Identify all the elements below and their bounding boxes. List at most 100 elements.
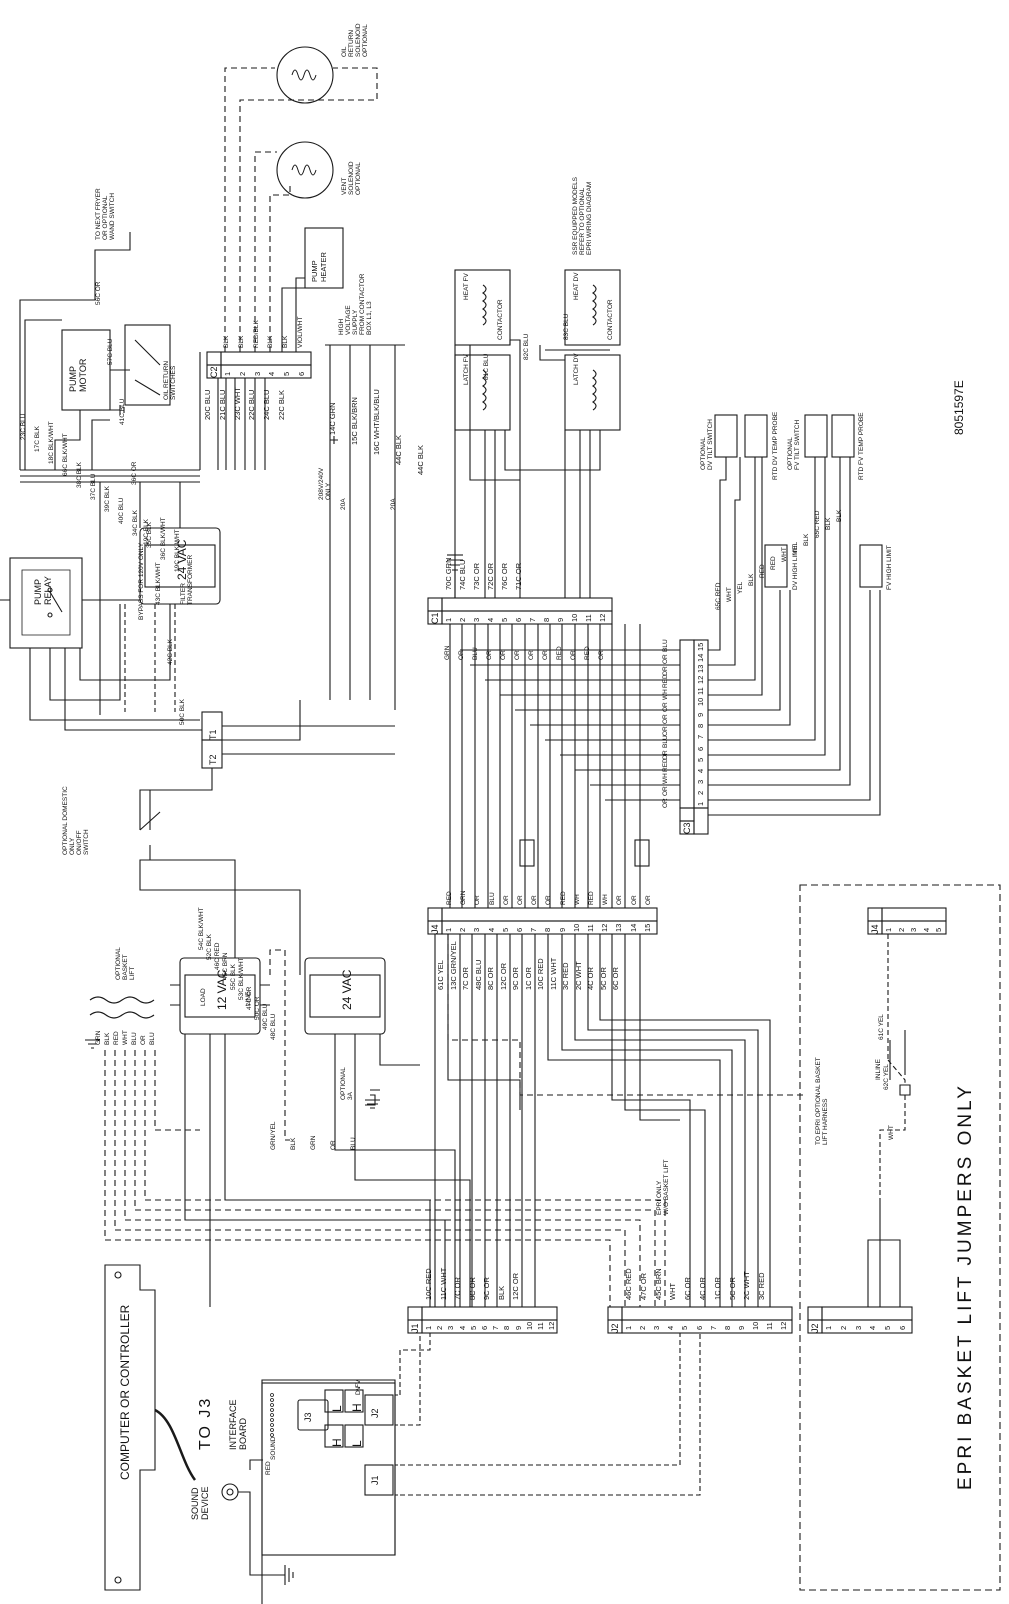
wire-label-c1-left: OR — [598, 650, 605, 660]
wire-label-c3: WH — [662, 773, 669, 784]
wire-label-c1-left: RED — [556, 646, 563, 660]
wire-label-j1: 8C OR — [467, 1277, 477, 1300]
oil-return-solenoid-label: OIL RETURN SOLENOID OPTIONAL — [341, 23, 369, 57]
wire-bundle-t1t2 — [139, 700, 395, 975]
contactor-label-1: CONTACTOR — [497, 299, 504, 340]
wire-label-j4: 6C OR — [611, 967, 620, 990]
wire-label-c3: OR — [662, 702, 669, 712]
wire-label-top: 57C BLU — [107, 338, 114, 365]
fv-probe-label: RTD FV TEMP PROBE — [858, 412, 865, 480]
basket-lift-break — [89, 996, 155, 1019]
wire-label-top: 56C OR — [95, 281, 102, 305]
fuse-20a-2: 20A — [390, 498, 397, 510]
wire-label-left-tr: 49C BLU — [262, 1003, 269, 1030]
pin-number: 3 — [446, 1325, 456, 1330]
pin-number: 12 — [696, 675, 705, 684]
pin-number: 12 — [600, 923, 610, 932]
wire-label-j4-right: BLU — [488, 892, 496, 905]
connector-c2-body — [206, 351, 312, 379]
wire-label-j4-right: RED — [446, 891, 453, 905]
board-letter-2: H — [330, 1438, 344, 1447]
pin-number: 2 — [435, 1325, 445, 1330]
wire-label-c1-left: OR — [528, 650, 535, 660]
wire-label-c2-left: 21C BLU — [217, 389, 227, 420]
wire-label-c3: OR — [662, 666, 669, 676]
wire-label-c1-right: 76C OR — [500, 562, 509, 590]
pin-number: 10 — [750, 1321, 760, 1330]
wire-label-j4: 61C YEL — [436, 960, 445, 990]
board-small-sound: SOUND — [270, 1436, 277, 1460]
contactor-label-2: CONTACTOR — [607, 299, 614, 340]
pin-number: 5 — [500, 617, 509, 622]
c1-label: C1 — [430, 612, 440, 624]
contactor-dv-heat — [564, 269, 621, 346]
pin-number: 3 — [472, 617, 481, 622]
pin-number: 12 — [547, 1321, 557, 1330]
controller-label: COMPUTER OR CONTROLLER — [118, 1304, 132, 1480]
wire-label-left-tr: 50C OR — [254, 996, 261, 1020]
wire-label-epri: WHT — [888, 1125, 895, 1140]
wire-label-j4-right: OR — [474, 895, 482, 905]
wire-bundle-middle — [449, 624, 680, 908]
wire-label-relay: 40C BLU — [118, 497, 125, 524]
sound-device — [221, 1459, 294, 1585]
wire-label-relay: 18C BLK/WHT — [48, 421, 55, 464]
wire-label-basket: RED — [113, 1031, 120, 1045]
footer-title: EPRI BASKET LIFT JUMPERS ONLY — [955, 1083, 976, 1490]
pin-number: 11 — [586, 924, 595, 932]
pin-number: 2 — [696, 790, 705, 795]
wire-label-sensor: RED — [770, 556, 777, 570]
pin-number: 3 — [909, 927, 919, 932]
to-j3-label: TO J3 — [197, 1396, 214, 1450]
high-voltage-label: HIGH VOLTAGE SUPPLY FROM CONTACTOR BOX L… — [338, 273, 373, 335]
pin-number: 8 — [542, 617, 551, 622]
wire-label-j4: 11C WHT — [548, 957, 558, 990]
wire-label-relay: 39C BLK — [104, 485, 111, 512]
wire-label-left-tr: 53C BLK/WHT — [238, 957, 245, 1000]
wire-label-j2: WHT — [668, 1282, 678, 1300]
wire-label-relay: 37C BLU — [90, 473, 97, 500]
wire-label-c1-left: OR — [542, 650, 549, 660]
dv-probe-label: RTD DV TEMP PROBE — [772, 411, 779, 480]
wire-label-relay: 36C BLK/WHT — [160, 517, 167, 560]
contactor-dv-latch — [564, 354, 621, 431]
interface-board — [261, 1379, 400, 1604]
pin-number: 3 — [472, 927, 482, 932]
pin-number: 6 — [297, 371, 306, 376]
dv-tilt-label: OPTIONAL DV TILT SWITCH — [700, 419, 714, 470]
to-epri-harness-label: TO EPRI OPTIONAL BASKET LIFT HARNESS — [815, 1057, 829, 1145]
voltage-208-label: 208V/240V ONLY — [318, 467, 332, 500]
wire-label-j4-right: OR — [630, 895, 638, 905]
pin-number: 9 — [736, 1325, 746, 1330]
ssr-note-label: SSR EQUIPPED MODELS REFER TO OPTIONAL EP… — [572, 176, 593, 255]
wire-bundle-hv — [325, 344, 405, 710]
wire-label-c1-left: OR — [486, 650, 493, 660]
pin-number: 5 — [696, 757, 705, 762]
pin-number: 8 — [696, 724, 705, 729]
wire-label-j4-right: GRN — [460, 890, 468, 905]
wire-label-basket: WHT — [122, 1030, 129, 1045]
j2-epri-label: J2 — [810, 1323, 820, 1333]
wire-label-left-tr: 47C OR — [246, 986, 253, 1010]
pin-number: 3 — [652, 1325, 662, 1330]
pin-number: 7 — [708, 1325, 718, 1330]
pin-number: 4 — [868, 1325, 878, 1330]
dv-temp-probe — [744, 414, 768, 458]
pin-number: 10 — [696, 697, 705, 707]
pin-number: 7 — [529, 927, 539, 932]
wire-label-c1-right: 70C GRN — [444, 557, 453, 590]
wire-label-j2: 47C OR — [638, 1272, 648, 1300]
pin-number: 12 — [598, 613, 607, 622]
wire-label-j4-right: RED — [588, 891, 595, 905]
wire-label-c1-left: OR — [514, 650, 521, 660]
wire-label-j4: 5C OR — [598, 967, 608, 990]
wire-label-c2-right: RED/BLK — [252, 320, 260, 348]
inline-label: INLINE — [875, 1059, 882, 1080]
sound-device-label: SOUND DEVICE — [190, 1486, 210, 1520]
wire-label-c2-left: 23C WHT — [232, 387, 242, 420]
wire-label-j2: 3C RED — [757, 1272, 767, 1300]
wire-label-j4-right: OR — [502, 895, 510, 905]
wire-label-j2: 2C WHT — [742, 1271, 752, 1300]
pin-number: 8 — [722, 1325, 732, 1330]
